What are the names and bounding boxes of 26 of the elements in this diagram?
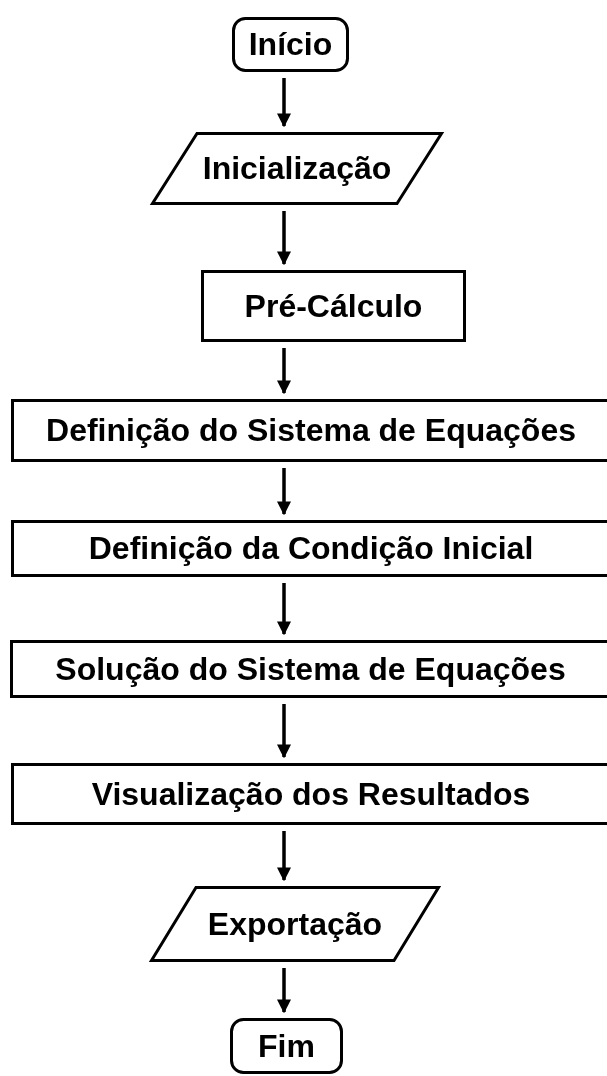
process-box [11,399,607,462]
step-label: Definição do Sistema de Equações [46,412,576,449]
process-box [10,640,607,698]
arrow [277,78,291,128]
arrow [277,468,291,516]
arrow [277,583,291,636]
data-parallelogram [150,886,440,962]
arrow [277,348,291,395]
arrow [277,968,291,1014]
step-label: Visualização dos Resultados [91,775,531,813]
step-label: Exportação [207,905,383,943]
arrow [277,211,291,266]
process-box [201,270,466,342]
step-label: Definição da Condição Inicial [88,530,534,567]
arrow [277,831,291,882]
data-parallelogram [151,132,443,205]
terminal-box [232,17,349,72]
step-label: Início [248,26,333,63]
process-box [11,763,607,825]
step-label: Pré-Cálculo [244,287,423,325]
step-label: Inicialização [202,150,392,187]
step-label: Fim [258,1027,315,1065]
arrow [277,704,291,759]
step-label: Solução do Sistema de Equações [55,650,566,688]
terminal-box [230,1018,343,1074]
process-box [11,520,607,577]
